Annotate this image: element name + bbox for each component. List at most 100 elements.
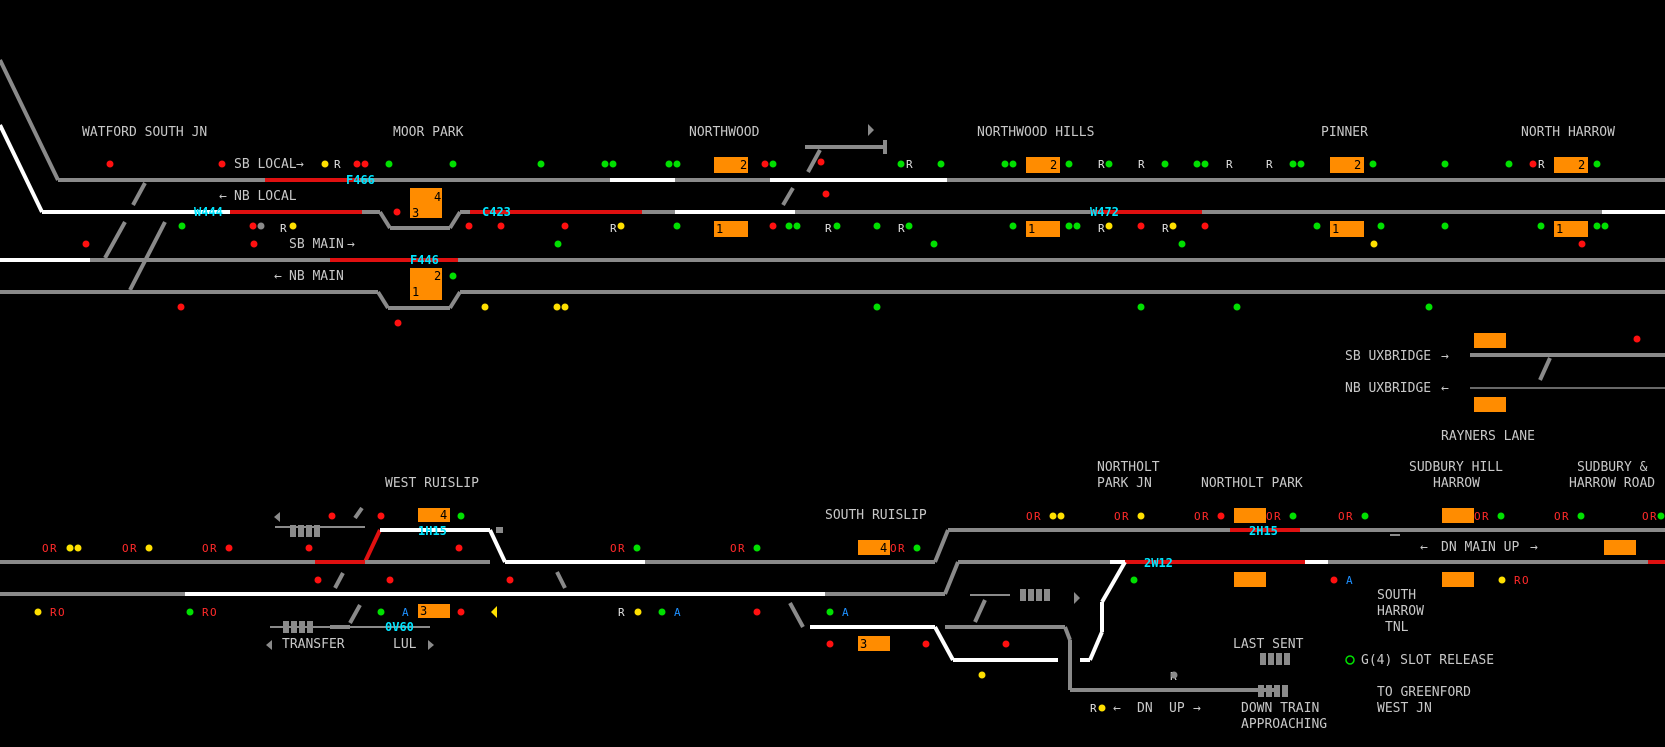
signal-head-icon[interactable] [1201, 160, 1209, 168]
arrow-left-icon[interactable] [274, 512, 280, 522]
signal-head-icon[interactable] [249, 222, 257, 230]
platform-sudbury-harrow-road[interactable] [1604, 540, 1636, 555]
signal-head-icon[interactable] [449, 272, 457, 280]
platform-northolt-park-dn[interactable] [1234, 572, 1266, 587]
signal-head-icon[interactable] [913, 544, 921, 552]
signal-head-icon[interactable] [1441, 160, 1449, 168]
signal-head-icon[interactable] [289, 222, 297, 230]
signal-head-icon[interactable] [785, 222, 793, 230]
signal-head-icon[interactable] [82, 240, 90, 248]
platform-northwood-hills-2[interactable] [1026, 157, 1060, 173]
signal-head-icon[interactable] [305, 544, 313, 552]
signal-head-icon[interactable] [457, 512, 465, 520]
signal-head-icon[interactable] [561, 222, 569, 230]
platform-south-ruislip-4[interactable] [858, 540, 890, 555]
platform-rayners-nb[interactable] [1474, 397, 1506, 412]
arrow-right-icon[interactable] [1074, 592, 1080, 604]
platform-west-ruislip-4[interactable] [418, 508, 450, 522]
signal-head-icon[interactable] [769, 222, 777, 230]
last-sent-stack[interactable] [1260, 653, 1290, 665]
signal-head-icon[interactable] [769, 160, 777, 168]
signal-head-icon[interactable] [817, 158, 825, 166]
arrow-right-icon[interactable] [428, 640, 434, 650]
signal-head-icon[interactable] [1593, 160, 1601, 168]
signal-head-icon[interactable] [1049, 512, 1057, 520]
signal-head-icon[interactable] [1178, 240, 1186, 248]
signal-head-icon[interactable] [1201, 222, 1209, 230]
signal-head-icon[interactable] [1498, 576, 1506, 584]
signal-head-icon[interactable] [257, 222, 265, 230]
signal-head-icon[interactable] [617, 222, 625, 230]
signal-head-icon[interactable] [822, 190, 830, 198]
signal-head-icon[interactable] [481, 303, 489, 311]
signal-head-icon[interactable] [377, 608, 385, 616]
platform-pinner-2[interactable] [1330, 157, 1364, 173]
signal-head-icon[interactable] [930, 240, 938, 248]
signal-head-icon[interactable] [1073, 222, 1081, 230]
signal-head-icon[interactable] [873, 303, 881, 311]
signal-head-icon[interactable] [1105, 222, 1113, 230]
signal-head-icon[interactable] [385, 160, 393, 168]
arrow-left-icon[interactable] [266, 640, 272, 650]
signal-head-icon[interactable] [393, 208, 401, 216]
signal-head-icon[interactable] [1137, 222, 1145, 230]
signal-head-icon[interactable] [106, 160, 114, 168]
signal-head-icon[interactable] [1169, 222, 1177, 230]
signal-head-icon[interactable] [1002, 640, 1010, 648]
signal-head-icon[interactable] [1425, 303, 1433, 311]
platform-rayners-sb[interactable] [1474, 333, 1506, 348]
signal-head-icon[interactable] [66, 544, 74, 552]
signal-head-icon[interactable] [761, 160, 769, 168]
signal-head-icon[interactable] [1137, 303, 1145, 311]
signal-head-icon[interactable] [1161, 160, 1169, 168]
signal-head-icon[interactable] [833, 222, 841, 230]
signal-head-icon[interactable] [905, 222, 913, 230]
signal-head-icon[interactable] [1105, 160, 1113, 168]
signal-head-icon[interactable] [937, 160, 945, 168]
signal-head-icon[interactable] [1441, 222, 1449, 230]
platform-moor-park-4[interactable] [410, 188, 442, 218]
signal-head-icon[interactable] [553, 303, 561, 311]
signal-head-icon[interactable] [1057, 512, 1065, 520]
platform-south-ruislip-3[interactable] [858, 636, 890, 651]
signal-head-icon[interactable] [1369, 160, 1377, 168]
arrow-right-icon[interactable] [868, 124, 874, 136]
signal-head-icon[interactable] [186, 608, 194, 616]
signal-head-icon[interactable] [634, 608, 642, 616]
signal-head-icon[interactable] [1577, 512, 1585, 520]
berth-F466[interactable]: F466 [346, 173, 375, 187]
berth-C423[interactable]: C423 [482, 205, 511, 219]
signal-head-icon[interactable] [1361, 512, 1369, 520]
signal-head-icon[interactable] [673, 160, 681, 168]
signal-head-icon[interactable] [1170, 671, 1178, 679]
platform-northwood-1[interactable] [714, 221, 748, 237]
signal-head-icon[interactable] [1289, 512, 1297, 520]
signal-head-icon[interactable] [145, 544, 153, 552]
platform-northwood-hills-1[interactable] [1026, 221, 1060, 237]
signal-head-icon[interactable] [1098, 704, 1106, 712]
signal-head-icon[interactable] [561, 303, 569, 311]
signal-head-icon[interactable] [665, 160, 673, 168]
signal-head-icon[interactable] [1217, 512, 1225, 520]
signal-head-icon[interactable] [1130, 576, 1138, 584]
signal-head-icon[interactable] [328, 512, 336, 520]
signal-head-icon[interactable] [601, 160, 609, 168]
signal-head-icon[interactable] [537, 160, 545, 168]
berth-F446[interactable]: F446 [410, 253, 439, 267]
signal-head-icon[interactable] [873, 222, 881, 230]
signal-head-icon[interactable] [455, 544, 463, 552]
signal-head-icon[interactable] [1657, 512, 1665, 520]
signal-head-icon[interactable] [377, 512, 385, 520]
signal-head-icon[interactable] [465, 222, 473, 230]
signal-head-icon[interactable] [658, 608, 666, 616]
signal-head-icon[interactable] [554, 240, 562, 248]
signal-head-icon[interactable] [225, 544, 233, 552]
signal-head-icon[interactable] [1009, 222, 1017, 230]
signal-head-icon[interactable] [1377, 222, 1385, 230]
signal-head-icon[interactable] [34, 608, 42, 616]
signal-head-icon[interactable] [793, 222, 801, 230]
signal-head-icon[interactable] [673, 222, 681, 230]
signal-head-icon[interactable] [1633, 335, 1641, 343]
signal-head-icon[interactable] [361, 160, 369, 168]
signal-head-icon[interactable] [633, 544, 641, 552]
